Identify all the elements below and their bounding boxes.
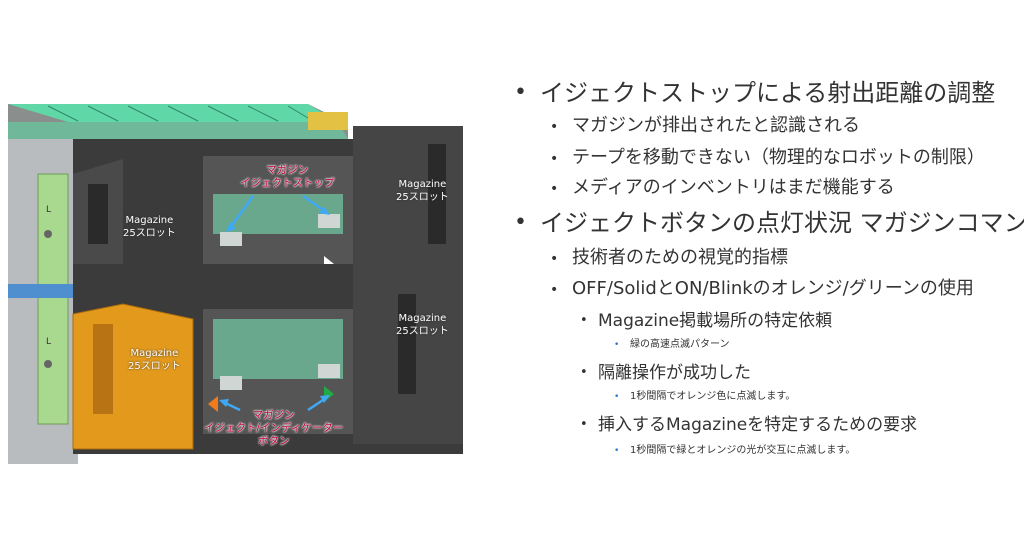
eject-stop-label-line1: マガジン [266,164,309,176]
top-yellow-part [308,112,348,130]
bullet-dot: • [580,365,588,380]
bullet-text: メディアのインベントリはまだ機能する [572,177,895,198]
magazine-label-right-top-line2: 25スロット [396,192,449,203]
magazine-label-right-bottom: Magazine 25スロット [396,312,449,338]
tape-library-figure: マガジン イジェクトストップ Magazine 25スロット Magazine … [8,104,486,464]
eject-stop-label-line2: イジェクトストップ [240,177,335,189]
side-mark-top: L [46,205,52,215]
magazine-label-left-bottom: Magazine 25スロット [128,347,181,373]
bullet-text: テープを移動できない（物理的なロボットの制限） [572,147,985,168]
bullet-text: イジェクトストップによる射出距離の調整 [540,79,996,107]
bullet-dot: • [550,282,559,298]
bullet-text: 挿入するMagazineを特定するための要求 [598,415,918,435]
bullet-dot: • [550,151,559,167]
magazine-label-right-top-line1: Magazine [398,179,447,190]
bullet-dot: • [514,80,527,105]
magazine-label-left-top-line1: Magazine [125,215,174,226]
eject-indicator-label-line1: マガジン [252,409,295,421]
magazine-label-left-bottom-line1: Magazine [130,348,179,359]
bullet-dot: • [514,210,527,235]
eject-stop-label: マガジン イジェクトストップ [240,164,335,190]
magazine-label-left-top-line2: 25スロット [123,228,176,239]
magazine-label-left-bottom-line2: 25スロット [128,361,181,372]
eject-indicator-label-line2: イジェクト/インディケーター [204,422,344,434]
bullet-dot: • [550,181,559,197]
eject-stop-lower-left [220,376,242,390]
bullet-dot: • [614,446,620,456]
side-rail [37,173,69,425]
bullet-dot: • [614,340,620,350]
tape-cartridges-top [8,104,338,122]
eject-stop-lower-right [318,364,340,378]
bullet-text: イジェクトボタンの点灯状況 マガジンコマンド [540,209,1024,237]
tape-library-illustration [8,104,463,464]
magazine-label-right-top: Magazine 25スロット [396,178,449,204]
bullet-text: マガジンが排出されたと認識される [572,115,860,136]
magazine-label-left-top: Magazine 25スロット [123,214,176,240]
bullet-dot: • [614,392,620,402]
bullet-text: 緑の高速点滅パターン [630,339,730,350]
magazine-label-right-bottom-line1: Magazine [398,313,447,324]
eject-stop-right [318,214,340,228]
bullet-dot: • [550,251,559,267]
eject-indicator-label: マガジン イジェクト/インディケーター ボタン [204,409,343,448]
bullet-dot: • [580,417,588,432]
bullet-text: 1秒間隔でオレンジ色に点滅します。 [630,391,796,402]
bullet-text: Magazine掲載場所の特定依頼 [598,311,833,331]
lower-left-magazine-highlight [72,303,194,450]
bullet-dot: • [580,313,588,328]
side-mark-bottom: L [46,337,52,347]
bullet-text: OFF/SolidとON/Blinkのオレンジ/グリーンの使用 [572,278,974,299]
blue-rail [8,284,78,298]
bullet-text: 技術者のための視覚的指標 [572,247,788,268]
lower-led-orange [208,396,218,412]
magazine-label-right-bottom-line2: 25スロット [396,326,449,337]
bullet-dot: • [550,119,559,135]
eject-stop-left [220,232,242,246]
tape-row-front [8,122,348,139]
eject-indicator-label-line3: ボタン [257,435,290,447]
bullet-text: 隔離操作が成功した [598,363,751,383]
bullet-text: 1秒間隔で緑とオレンジの光が交互に点滅します。 [630,445,856,456]
